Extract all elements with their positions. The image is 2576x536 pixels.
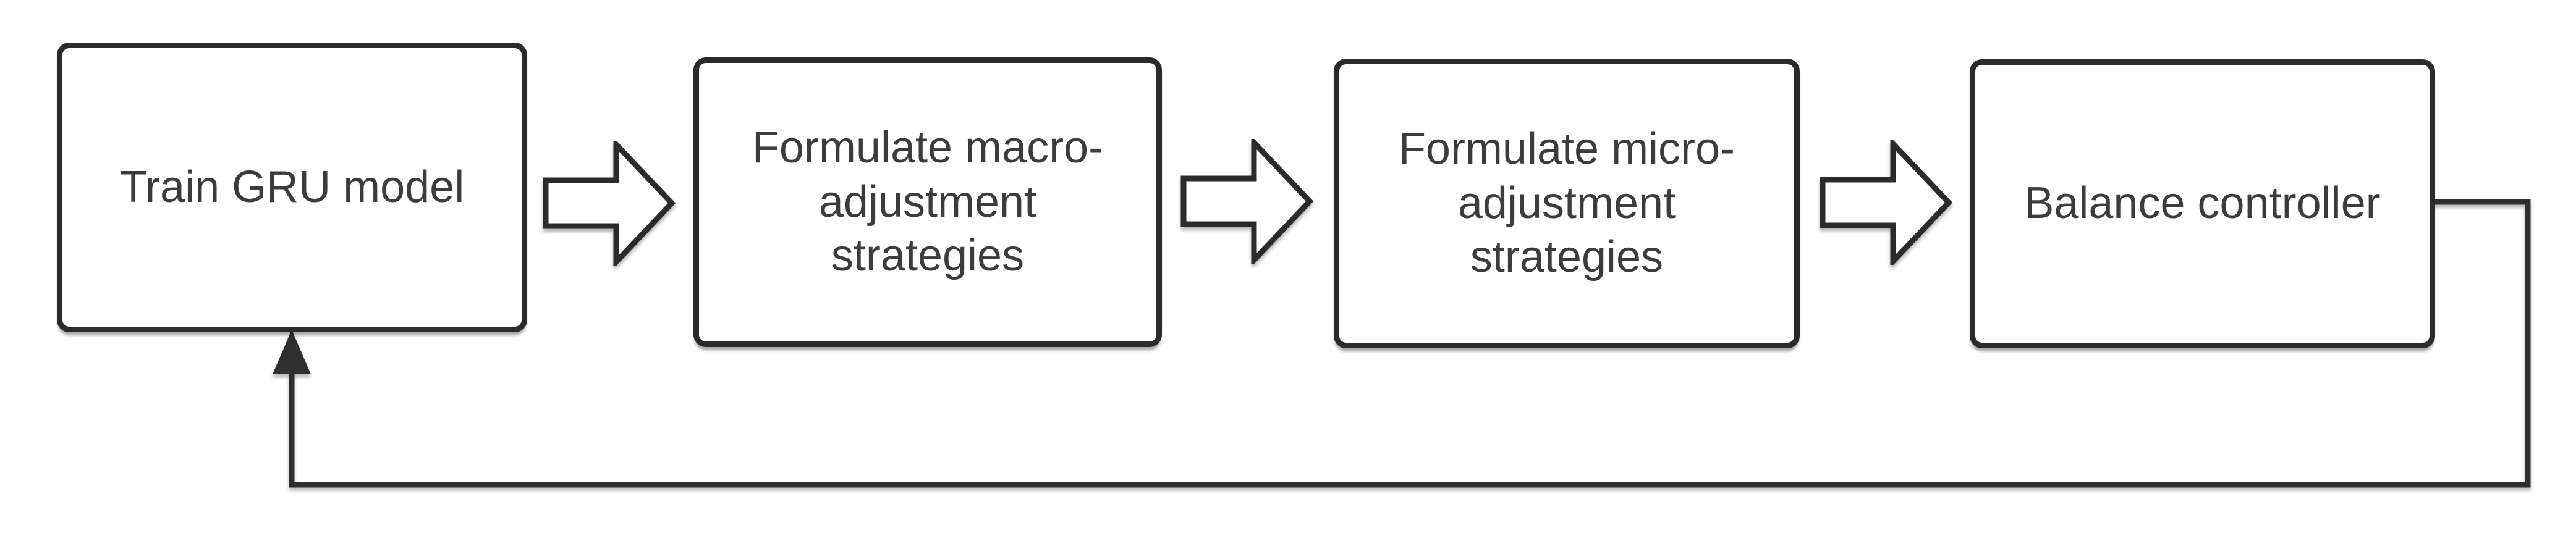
node-train-gru-model-label: Train GRU model [119, 162, 465, 212]
node-train-gru-model: Train GRU model [57, 43, 527, 332]
node-formulate-macro-adjustment-strategies-label: Formulate macro- adjustment strategies [752, 122, 1104, 281]
block-arrow-right-icon-3 [1820, 140, 1952, 265]
feedback-loop-line [289, 199, 2531, 488]
node-balance-controller-label: Balance controller [2024, 178, 2381, 228]
block-arrow-right-icon-2 [1180, 139, 1313, 264]
block-arrow-shape [1180, 139, 1313, 264]
node-formulate-micro-adjustment-strategies: Formulate micro- adjustment strategies [1334, 59, 1800, 348]
node-balance-controller: Balance controller [1970, 59, 2435, 348]
block-arrow-shape [1820, 140, 1952, 265]
node-formulate-macro-adjustment-strategies: Formulate macro- adjustment strategies [693, 57, 1162, 347]
feedback-arrowhead-icon [273, 330, 311, 374]
block-arrow-right-icon-1 [543, 141, 676, 266]
node-formulate-micro-adjustment-strategies-label: Formulate micro- adjustment strategies [1398, 124, 1735, 282]
block-arrow-shape [543, 141, 676, 266]
